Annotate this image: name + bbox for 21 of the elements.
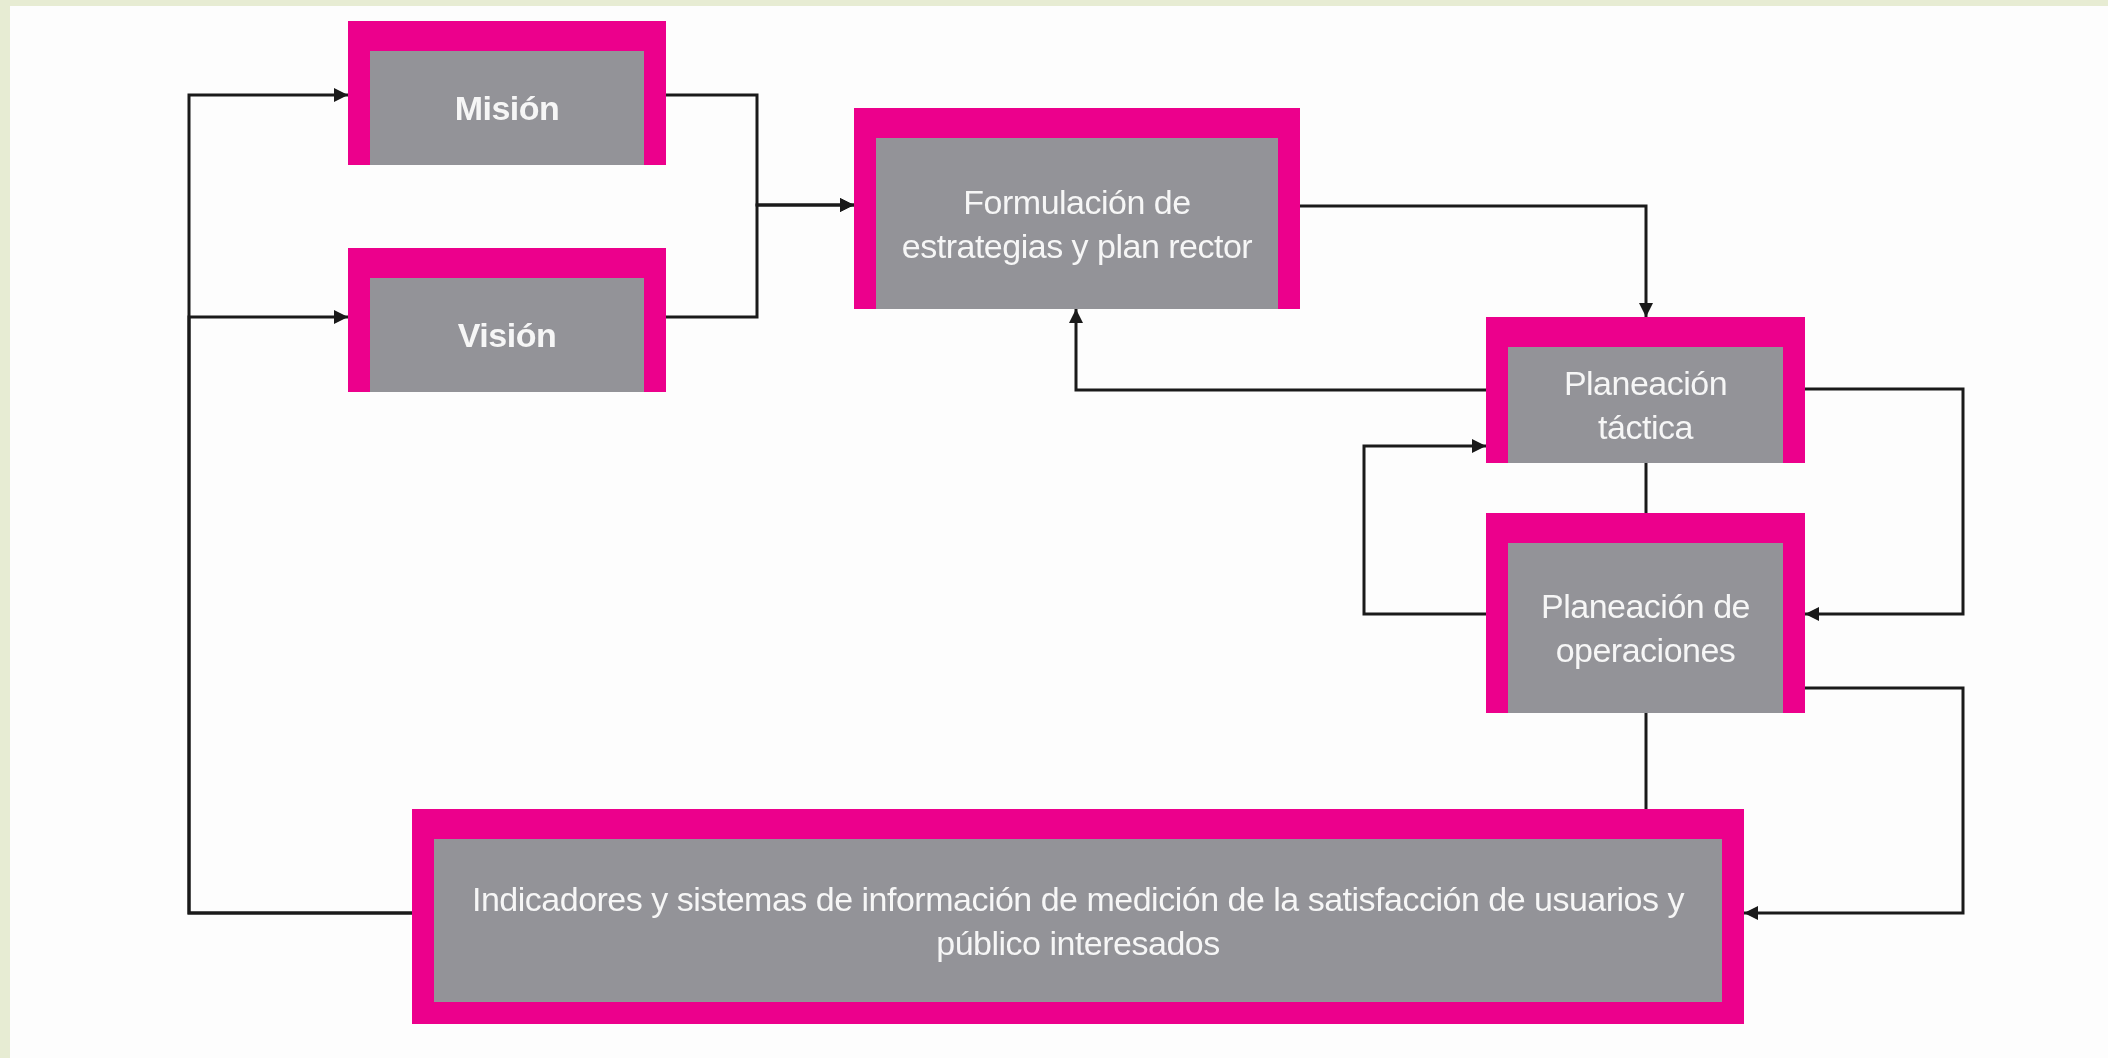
box-label: Planeación táctica	[1562, 363, 1729, 448]
connector-line	[1644, 463, 1648, 513]
arrow	[187, 310, 412, 915]
process-box	[348, 21, 666, 165]
arrow	[1362, 439, 1486, 616]
process-box	[1486, 513, 1805, 713]
arrow	[1300, 204, 1653, 317]
connector-line	[1644, 713, 1648, 809]
box-label: Indicadores y sistemas de información de medición de la satisfacción de usuarios y público interesados	[471, 878, 1686, 964]
box-label: Misión	[454, 88, 560, 129]
arrow	[666, 198, 854, 319]
box-label: Formulación de estrategias y plan rector	[900, 181, 1254, 267]
arrow	[1805, 387, 1965, 621]
box-label: Planeación de operaciones	[1540, 586, 1751, 671]
box-label: Visión	[457, 315, 557, 356]
arrow	[1069, 309, 1486, 392]
process-box	[854, 108, 1300, 309]
arrow	[1744, 686, 1965, 920]
process-box	[348, 248, 666, 392]
process-box	[412, 809, 1744, 1024]
process-box	[1486, 317, 1805, 463]
